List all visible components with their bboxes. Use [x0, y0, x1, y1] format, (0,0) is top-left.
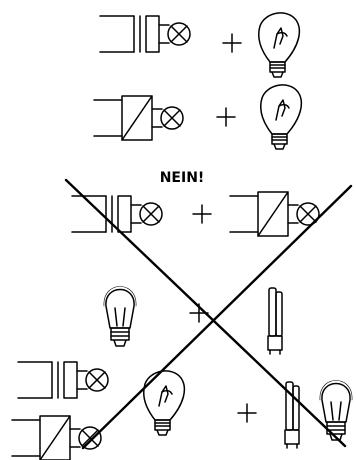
warning-label: NEIN!: [150, 170, 214, 186]
plus-sign: [238, 404, 256, 422]
halogen-bulb-icon: [259, 13, 300, 77]
plus-sign: [223, 34, 241, 52]
magnetic-transformer-symbol: [72, 196, 162, 232]
led-bulb-icon: [104, 287, 136, 347]
magnetic-transformer-symbol: [100, 16, 190, 52]
halogen-bulb-icon: [144, 371, 185, 435]
cross-line: [83, 186, 351, 448]
compact-fluorescent-icon: [268, 288, 282, 354]
led-bulb-icon: [320, 381, 352, 441]
plus-sign: [217, 108, 235, 126]
halogen-bulb-icon: [261, 85, 302, 149]
plus-sign: [193, 205, 211, 223]
electronic-transformer-symbol: [94, 96, 183, 140]
electronic-transformer-symbol: [12, 416, 101, 460]
magnetic-transformer-symbol: [18, 362, 108, 398]
